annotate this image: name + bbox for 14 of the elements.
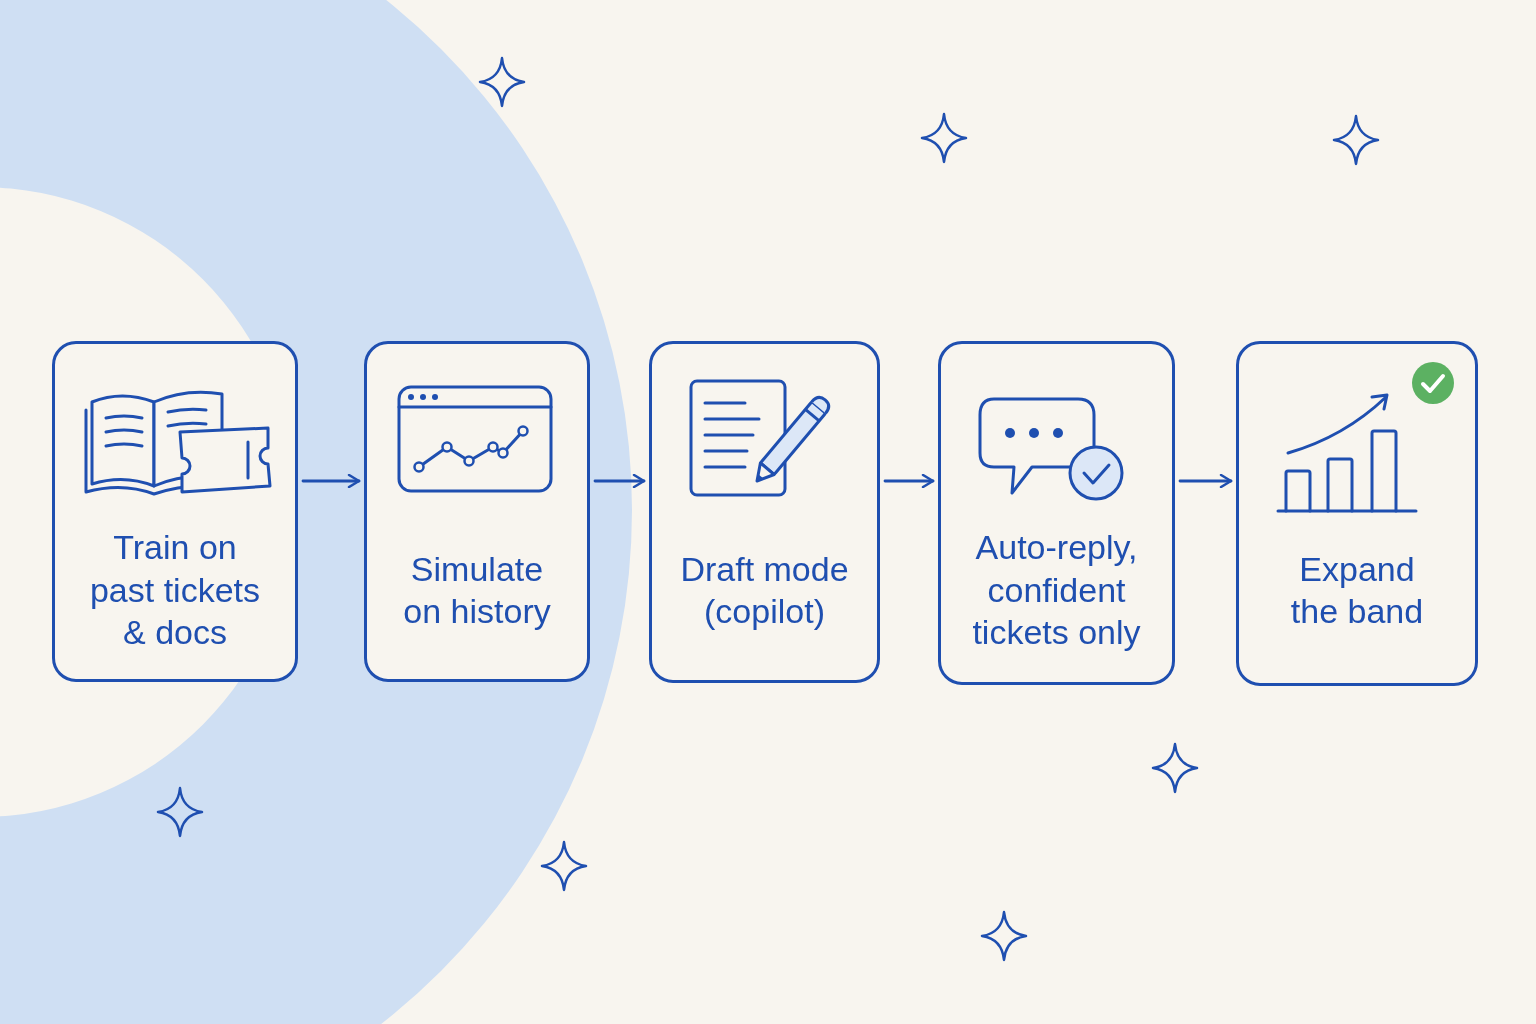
step-card	[938, 341, 1175, 685]
step-label: Draft mode (copilot)	[679, 548, 850, 632]
arrow	[593, 473, 646, 489]
arrow	[883, 473, 935, 489]
step-card	[1236, 341, 1478, 686]
arrow	[1178, 473, 1233, 489]
step-label: Auto-reply, confident tickets only	[971, 527, 1142, 654]
step-label: Expand the band	[1289, 548, 1425, 632]
arrow	[301, 473, 361, 489]
step-card	[364, 341, 590, 682]
step-card	[649, 341, 880, 683]
step-card	[52, 341, 298, 682]
step-label: Train on past tickets & docs	[88, 527, 262, 654]
step-label: Simulate on history	[402, 548, 552, 632]
